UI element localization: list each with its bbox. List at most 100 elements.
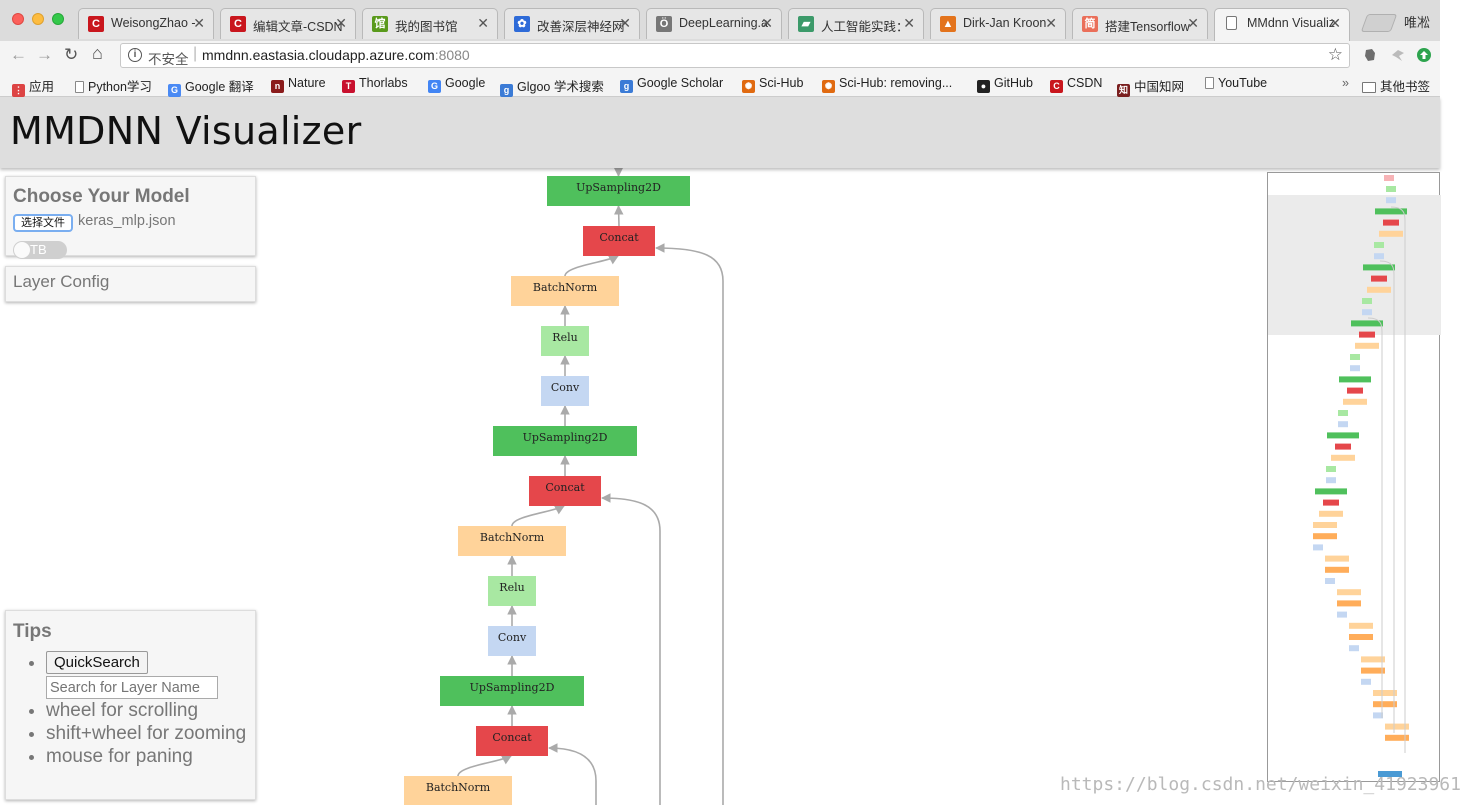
tab-title: WeisongZhao - — [111, 16, 196, 30]
tab[interactable]: ▰人工智能实践：✕ — [788, 8, 924, 39]
graph-node[interactable]: Relu — [488, 576, 536, 606]
bookmark-star-icon[interactable]: ☆ — [1327, 45, 1343, 64]
new-tab-button[interactable] — [1360, 14, 1398, 32]
graph-node[interactable]: BatchNorm — [458, 526, 566, 556]
close-icon[interactable]: ✕ — [903, 15, 915, 31]
other-bookmarks-folder[interactable]: 其他书签 — [1362, 76, 1430, 95]
glgoo-icon: g — [500, 84, 513, 97]
jianshu-icon: 简 — [1082, 16, 1098, 32]
page-title: MMDNN Visualizer — [10, 109, 362, 153]
close-icon[interactable]: ✕ — [193, 15, 205, 31]
tab[interactable]: ✿改善深层神经网✕ — [504, 8, 640, 39]
nature-icon: n — [271, 80, 284, 93]
graph-node[interactable]: Concat — [529, 476, 601, 506]
close-icon[interactable]: ✕ — [477, 15, 489, 31]
graph-node[interactable]: UpSampling2D — [440, 676, 584, 706]
minimap-node — [1319, 510, 1343, 517]
bookmark-label: 应用 — [29, 80, 55, 94]
bookmark-item[interactable]: 知中国知网 — [1117, 76, 1184, 97]
minimap-node — [1373, 701, 1397, 708]
graph-node[interactable]: UpSampling2D — [493, 426, 637, 456]
tab[interactable]: ▲Dirk-Jan Kroon✕ — [930, 8, 1066, 39]
insecure-label: 不安全 — [148, 52, 189, 67]
minimap-node — [1371, 275, 1387, 282]
minimap-viewport[interactable] — [1268, 195, 1441, 335]
home-icon[interactable]: ⌂ — [92, 43, 103, 63]
close-icon[interactable]: ✕ — [619, 15, 631, 31]
graph-node[interactable]: Conv — [541, 376, 589, 406]
graph-node[interactable]: UpSampling2D — [547, 176, 690, 206]
layer-search-input[interactable] — [46, 676, 218, 700]
close-icon[interactable]: ✕ — [335, 15, 347, 31]
zoom-window-button[interactable] — [52, 13, 64, 25]
tab-title: DeepLearning.a — [679, 16, 768, 30]
tab[interactable]: 简搭建Tensorflow✕ — [1072, 8, 1208, 39]
info-icon[interactable]: i — [128, 48, 142, 62]
bookmark-label: YouTube — [1218, 76, 1268, 90]
graph-node[interactable]: BatchNorm — [404, 776, 512, 805]
graph-node[interactable]: Concat — [476, 726, 548, 756]
baidu-paw-icon: ✿ — [514, 16, 530, 32]
minimize-window-button[interactable] — [32, 13, 44, 25]
graph-node[interactable]: BatchNorm — [511, 276, 619, 306]
graph-minimap[interactable] — [1267, 172, 1441, 783]
minimap-node — [1350, 365, 1360, 372]
back-arrow-icon[interactable]: ← — [10, 45, 27, 64]
minimap-canvas[interactable] — [1268, 173, 1441, 783]
close-window-button[interactable] — [12, 13, 24, 25]
profile-name[interactable]: 唯凇 — [1404, 15, 1431, 30]
bookmark-item[interactable]: ✺Sci-Hub — [742, 76, 803, 93]
google-translate-icon: G — [168, 84, 181, 97]
bookmark-item[interactable]: ●GitHub — [977, 76, 1033, 93]
minimap-node — [1315, 488, 1347, 495]
choose-file-button[interactable]: 选择文件 — [13, 214, 73, 232]
node-box — [493, 426, 637, 456]
node-label: BatchNorm — [480, 531, 545, 544]
minimap-node — [1384, 175, 1394, 181]
minimap-node — [1325, 578, 1335, 584]
bookmark-item[interactable]: ✺Sci-Hub: removing... — [822, 76, 952, 93]
tab[interactable]: 馆我的图书馆✕ — [362, 8, 498, 39]
graph-node[interactable]: Concat — [583, 226, 655, 256]
evernote-extension-icon[interactable] — [1362, 47, 1378, 63]
graph-edge — [564, 255, 619, 277]
graph-node[interactable]: Relu — [541, 326, 589, 356]
close-icon[interactable]: ✕ — [1187, 15, 1199, 31]
tab[interactable]: MMdnn Visualiz✕ — [1214, 8, 1350, 41]
bookmark-item[interactable]: ⋮应用 — [12, 76, 54, 97]
forward-arrow-icon[interactable]: → — [36, 45, 53, 64]
network-graph[interactable]: UpSampling2DConcatBatchNormReluConvUpSam… — [0, 97, 1260, 805]
close-icon[interactable]: ✕ — [1329, 15, 1341, 31]
close-icon[interactable]: ✕ — [761, 15, 773, 31]
tb-toggle[interactable]: TB — [13, 241, 67, 259]
reload-icon[interactable]: ↻ — [64, 45, 79, 64]
minimap-node — [1374, 242, 1384, 248]
bookmark-item[interactable]: Python学习 — [72, 76, 152, 95]
bird-extension-icon[interactable] — [1390, 47, 1406, 63]
quicksearch-button[interactable]: QuickSearch — [46, 651, 148, 675]
layer-config-panel[interactable]: Layer Config — [5, 266, 256, 302]
bookmark-item[interactable]: YouTube — [1202, 76, 1267, 90]
update-extension-icon[interactable] — [1416, 47, 1432, 63]
graph-node[interactable]: Conv — [488, 626, 536, 656]
address-bar[interactable]: i 不安全 | mmdnn.eastasia.cloudapp.azure.co… — [120, 43, 1350, 68]
toggle-knob — [14, 242, 30, 258]
minimap-node — [1325, 555, 1349, 562]
more-bookmarks-chevron-icon[interactable]: » — [1342, 76, 1349, 90]
node-box — [547, 176, 690, 206]
app-header: MMDNN Visualizer — [0, 97, 1440, 168]
graph-edge — [511, 505, 565, 527]
minimap-node — [1337, 611, 1347, 618]
close-icon[interactable]: ✕ — [1045, 15, 1057, 31]
watermark: https://blog.csdn.net/weixin_41923961 — [1060, 774, 1461, 795]
